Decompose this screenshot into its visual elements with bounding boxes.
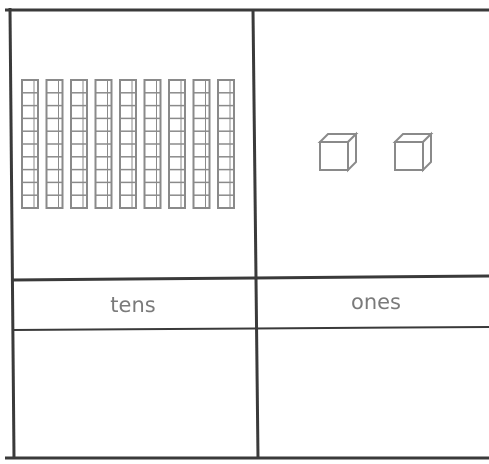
ones-cube [395,134,431,170]
ones-cube [320,134,356,170]
tens-rod [47,80,63,208]
tens-header: tens [110,293,155,317]
grid-header-top-line [12,276,489,280]
chart-grid [5,8,489,458]
tens-rod [169,80,185,208]
tens-rod [71,80,87,208]
tens-rod [145,80,161,208]
tens-rod [194,80,210,208]
grid-left-border [10,8,14,458]
grid-header-bottom-line [13,327,489,330]
tens-rod [22,80,38,208]
tens-blocks-area [22,80,234,208]
tens-rod [120,80,136,208]
ones-header: ones [351,290,401,314]
grid-center-divider [253,10,258,458]
tens-rod [218,80,234,208]
ones-blocks-area [320,134,431,170]
tens-rod [96,80,112,208]
